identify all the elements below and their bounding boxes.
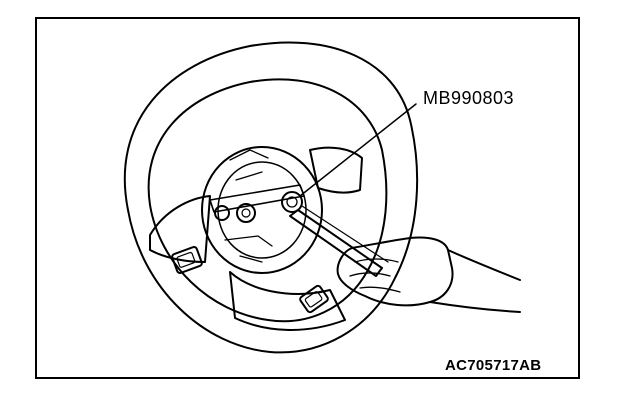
wheel-rim-outer: [123, 41, 419, 354]
wheel-rim-inner: [147, 78, 388, 323]
hub-circle: [201, 146, 323, 274]
wheel-spoke-bottom: [229, 271, 346, 331]
figure-id: AC705717AB: [445, 357, 542, 374]
wheel-spoke-left: [149, 195, 211, 263]
left-switch-panel: [171, 246, 203, 274]
callout-leader: [299, 103, 417, 197]
right-switch-panel: [299, 284, 329, 314]
special-tool-mb990803: [281, 191, 389, 277]
hand: [336, 236, 454, 307]
tool-callout-label: MB990803: [423, 88, 515, 108]
wheel-spoke-right: [309, 146, 363, 194]
